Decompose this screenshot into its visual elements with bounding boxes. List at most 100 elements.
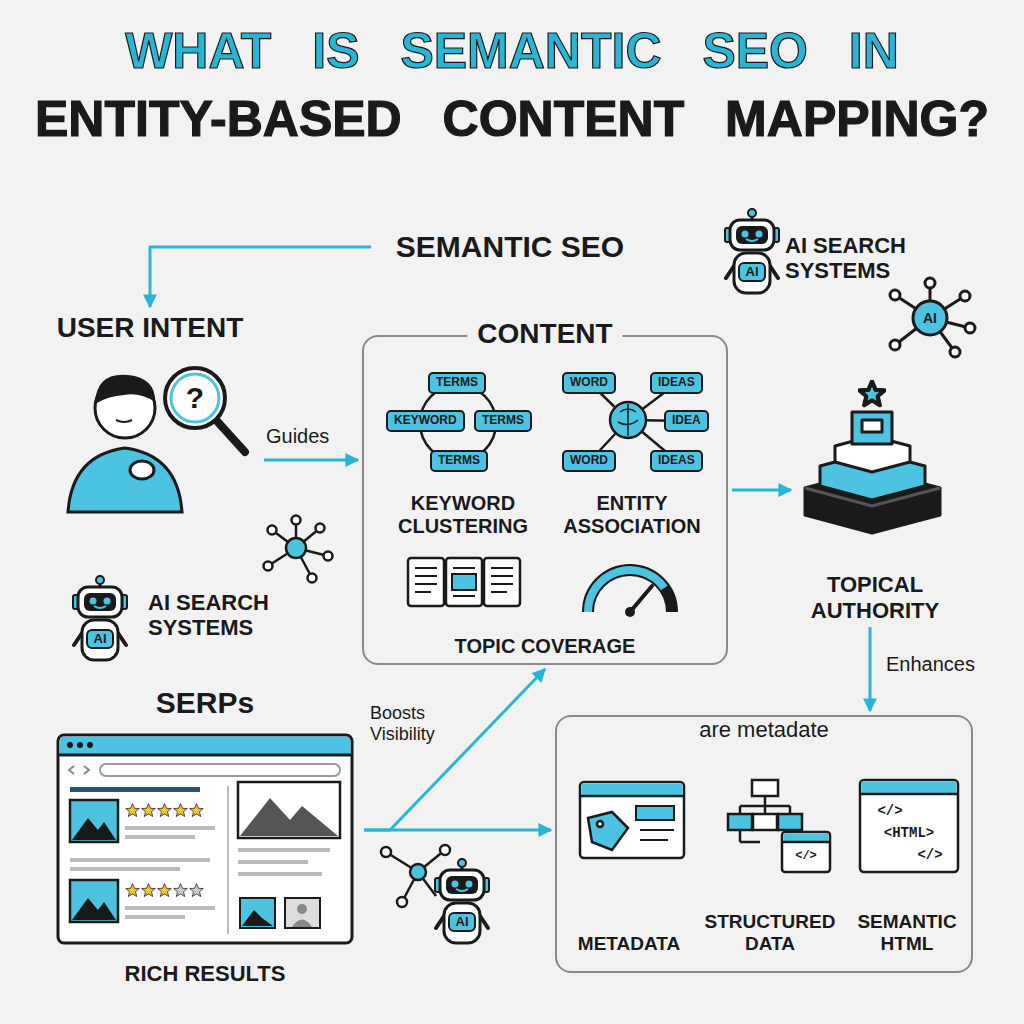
person-icon [116,420,132,422]
structured-data-icon [778,814,802,830]
term-chip: TERMS [428,372,486,394]
node-label: AI SEARCH SYSTEMS [785,233,935,284]
network-icon [381,847,391,857]
node-label: TERMS [436,376,478,390]
browser-window [238,872,322,876]
browser-window [126,884,140,897]
metadata-group: are metadateMETADATASTRUCTURED DATASEMAN… [555,715,973,973]
metadata-icon [636,806,674,820]
document-icons [484,558,520,606]
robot-icon [725,209,779,293]
code-glyph: </> [917,847,942,863]
html-code-icon [860,793,958,796]
browser-window [125,826,215,830]
metadata-icon [588,812,628,850]
magnifier-icon [165,368,225,428]
authority-pyramid [862,420,882,432]
browser-window [125,906,215,910]
document-icons [452,574,476,590]
ai-network-icon [913,301,947,335]
document-icons [453,595,475,597]
metadata-icon [640,830,674,840]
node-label: ENTITY ASSOCIATION [552,492,712,538]
node-label: AI SEARCH SYSTEMS [148,590,288,641]
network-icon [264,516,333,583]
gauge-icon [588,570,672,617]
browser-window [69,766,89,774]
method-node: TOPIC COVERAGE [378,548,712,658]
node-label: IDEA [672,414,701,428]
html-code-icon [860,780,958,872]
structured-data-icon [782,832,830,872]
metadata-icon [582,784,683,796]
browser-window [142,804,156,817]
node-label: IDEAS [658,454,695,468]
html-code-icon [860,780,958,872]
flow-arrow [732,489,791,492]
browser-window [174,804,188,817]
node-label: TERMS [438,454,480,468]
browser-window [190,884,204,897]
browser-window [126,804,204,897]
metadata-icon [597,821,603,827]
method-node: KEYWORD CLUSTERINGTERMSKEYWORDTERMSTERMS [378,362,548,538]
authority-pyramid [805,381,940,533]
browser-window [292,920,312,928]
browser-window [58,735,352,943]
metadata-icon [580,795,684,798]
browser-window [70,787,200,792]
code-glyph: </> [795,850,817,864]
network-icon [308,574,317,583]
concept-heading: SEMANTIC SEO [375,222,645,272]
browser-window [240,898,275,928]
entity-chip: WORD [562,450,616,472]
node-label: KEYWORD CLUSTERING [378,492,548,538]
flow-arrow [869,627,872,711]
node-label: IDEAS [658,376,695,390]
icon-label: AI [94,632,107,647]
content-group: CONTENTKEYWORD CLUSTERINGTERMSKEYWORDTER… [362,335,728,665]
browser-window [238,782,340,838]
title: WHAT IS SEMANTIC SEO IN ENTITY-BASED CON… [12,18,1012,153]
structured-data-icon [753,814,777,830]
ai-network-icon [965,323,975,333]
structured-data-icon [752,780,778,796]
browser-window [100,764,340,776]
robot-icon [435,859,489,943]
flow-arrow [150,247,371,307]
icon-label: ? [186,381,204,416]
browser-window [174,884,188,897]
browser-window [70,800,118,842]
network-icon [397,897,407,907]
robot-icon [435,859,489,943]
html-code-icon [862,782,957,794]
authority-pyramid [859,381,884,405]
browser-window [58,735,352,943]
term-chip: TERMS [430,450,488,472]
document-icons [415,568,513,592]
authority-pyramid [852,412,892,444]
node-label: SEMANTIC SEO [375,230,645,265]
node-label: USER INTENT [40,312,260,344]
metadata-icon [580,782,684,858]
node-label: WORD [570,376,608,390]
document-icons [408,558,520,606]
ai-network-icon [950,347,960,357]
browser-window [70,880,118,922]
browser-window [125,915,185,919]
document-icons [408,558,444,606]
network-icon [316,524,325,533]
edge-label: Enhances [882,652,979,677]
outcome-node: TOPICAL AUTHORITY [795,378,955,623]
network-icon [292,516,301,525]
term-chip: TERMS [474,410,532,432]
magnifier-icon [171,374,219,422]
serp-node: SERPsRICH RESULTS [48,686,362,986]
node-label: METADATA [563,933,695,955]
method-node: ENTITY ASSOCIATION WORD IDEAS IDEA WORD IDEAS [552,362,712,538]
edge-label: Guides [262,424,333,449]
concept-label: AI SEARCH SYSTEMS [148,585,288,645]
code-glyph: <HTML> [884,825,934,841]
intent-node: USER INTENT [40,312,260,512]
ai-network-icon [890,290,900,300]
